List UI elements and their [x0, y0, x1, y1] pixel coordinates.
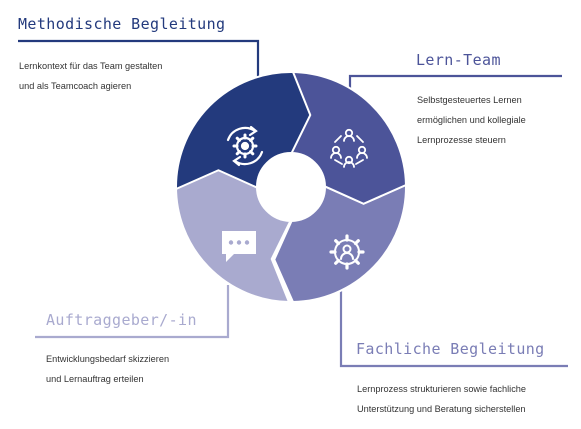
connector-fachliche-begleitung: [339, 270, 568, 368]
team-network-icon: [330, 128, 368, 168]
desc-line: Selbstgesteuertes Lernen: [417, 95, 522, 105]
desc-methodische-begleitung: Lernkontext für das Team gestalten und a…: [19, 56, 162, 96]
connector-auftraggeber: [35, 285, 230, 339]
desc-line: Entwicklungsbedarf skizzieren: [46, 354, 170, 364]
desc-line: Lernprozess strukturieren sowie fachlich…: [357, 384, 527, 394]
ring-center: [257, 153, 325, 221]
desc-fachliche-begleitung: Lernprozess strukturieren sowie fachlich…: [357, 379, 526, 419]
heading-methodische-begleitung: Methodische Begleitung: [18, 15, 226, 33]
desc-line: ermöglichen und kollegiale: [417, 115, 526, 125]
desc-line: Lernkontext für das Team gestalten: [19, 61, 163, 71]
desc-line: und als Teamcoach agieren: [19, 81, 132, 91]
desc-line: Unterstützung und Beratung sicherstellen: [357, 404, 526, 414]
speech-bubble-icon: [222, 231, 256, 262]
desc-auftraggeber: Entwicklungsbedarf skizzieren und Lernau…: [46, 349, 169, 389]
heading-fachliche-begleitung: Fachliche Begleitung: [356, 340, 545, 358]
desc-line: Lernprozesse steuern: [417, 135, 506, 145]
gear-cycle-icon: [226, 125, 264, 167]
heading-lern-team: Lern-Team: [416, 51, 501, 69]
heading-auftraggeber: Auftraggeber/-in: [46, 311, 197, 329]
desc-lern-team: Selbstgesteuertes Lernen ermöglichen und…: [417, 90, 526, 150]
desc-line: und Lernauftrag erteilen: [46, 374, 144, 384]
person-gear-icon: [329, 234, 365, 270]
